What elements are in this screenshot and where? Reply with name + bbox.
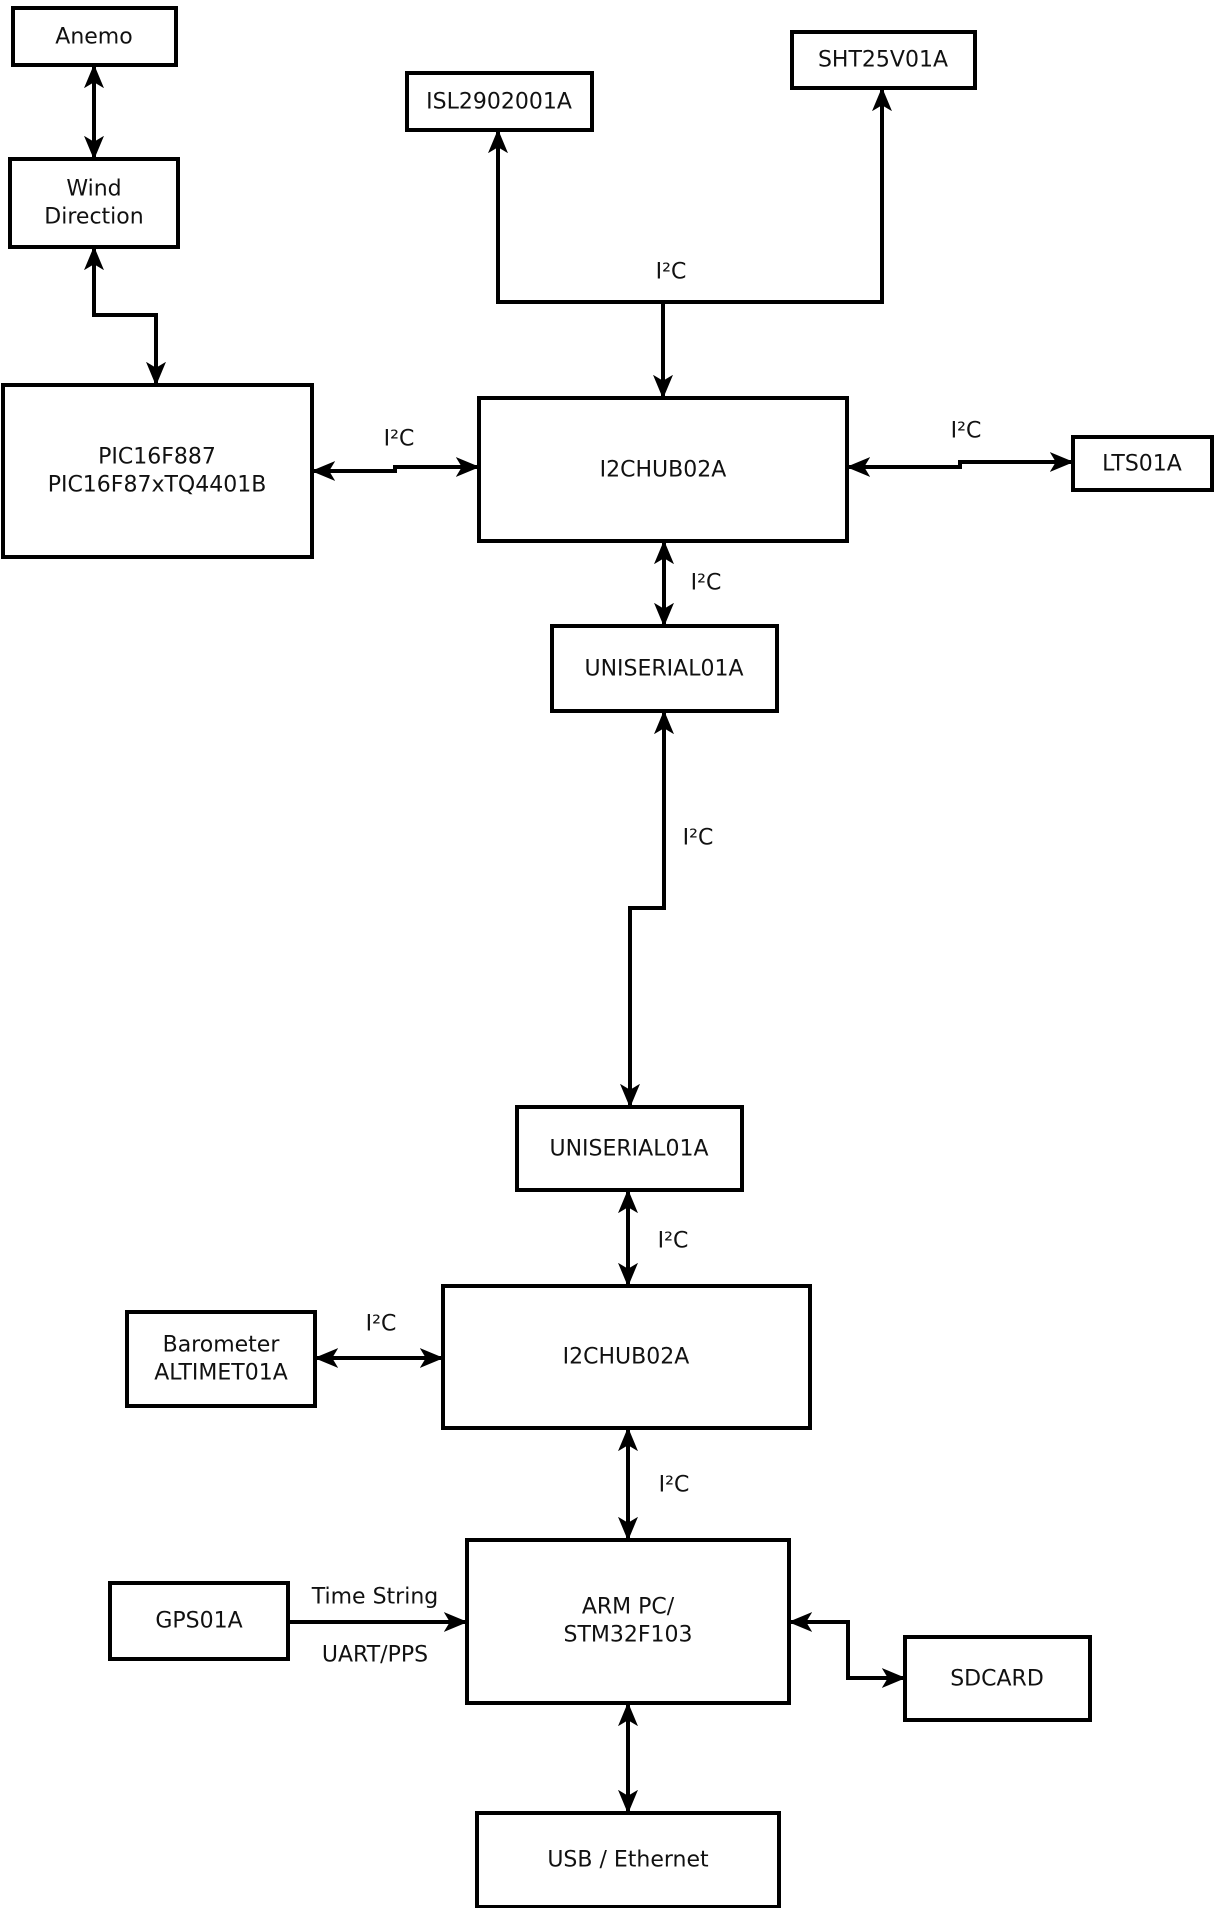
edge-label-i2c-uniserial2-hub2: I²C bbox=[658, 1229, 689, 1254]
node-usb-ethernet-outline bbox=[475, 1811, 781, 1908]
edge-pic-i2chub1 bbox=[311, 457, 480, 481]
node-uniserial01a-1-label: UNISERIAL01A bbox=[584, 657, 743, 682]
node-anemo-outline bbox=[11, 6, 178, 67]
edge-label-i2c-hub2-armpc: I²C bbox=[659, 1473, 690, 1498]
node-i2chub02a-2: I2CHUB02A bbox=[441, 1284, 812, 1430]
node-armpc-stm32f103: ARM PC/ STM32F103 bbox=[465, 1538, 791, 1705]
edge-label-i2c-hub1-uniserial1: I²C bbox=[691, 571, 722, 596]
edge-label-i2c-barometer-hub2: I²C bbox=[366, 1312, 397, 1337]
node-sdcard: SDCARD bbox=[903, 1635, 1092, 1722]
node-gps01a: GPS01A bbox=[108, 1581, 290, 1661]
node-i2chub02a-2-label: I2CHUB02A bbox=[563, 1345, 690, 1370]
node-gps01a-outline bbox=[108, 1581, 290, 1661]
node-barometer-altimet01a-outline bbox=[125, 1310, 317, 1408]
edge-armpc-sdcard bbox=[788, 1612, 906, 1688]
edge-label-i2c-hub1-lts: I²C bbox=[951, 419, 982, 444]
node-lts01a-outline bbox=[1071, 435, 1214, 492]
edge-label-uart-pps: UART/PPS bbox=[322, 1643, 428, 1668]
node-armpc-stm32f103-label-line1: ARM PC/ bbox=[582, 1595, 675, 1620]
node-gps01a-label: GPS01A bbox=[155, 1609, 242, 1634]
node-anemo: Anemo bbox=[11, 6, 178, 67]
edge-wind-pic bbox=[84, 246, 166, 386]
node-sht25v01a-outline bbox=[790, 30, 977, 90]
node-pic16f887-outline bbox=[1, 383, 314, 559]
node-uniserial01a-1: UNISERIAL01A bbox=[550, 624, 779, 713]
node-isl2902001a-outline bbox=[405, 71, 594, 132]
node-i2chub02a-1: I2CHUB02A bbox=[477, 396, 849, 543]
node-lts01a-label: LTS01A bbox=[1102, 452, 1182, 477]
node-i2chub02a-2-outline bbox=[441, 1284, 812, 1430]
node-uniserial01a-2: UNISERIAL01A bbox=[515, 1105, 744, 1192]
node-sdcard-label: SDCARD bbox=[950, 1667, 1044, 1692]
node-wind-direction: Wind Direction bbox=[8, 157, 180, 249]
node-lts01a: LTS01A bbox=[1071, 435, 1214, 492]
node-barometer-altimet01a-label-line1: Barometer bbox=[163, 1333, 281, 1358]
node-wind-direction-label-line1: Wind bbox=[66, 177, 121, 202]
node-armpc-stm32f103-outline bbox=[465, 1538, 791, 1705]
edge-label-i2c-uniserial1-uniserial2: I²C bbox=[683, 826, 714, 851]
node-armpc-stm32f103-label-line2: STM32F103 bbox=[563, 1623, 692, 1648]
node-wind-direction-outline bbox=[8, 157, 180, 249]
edge-label-i2c-bus-top: I²C bbox=[656, 260, 687, 285]
node-pic16f887-label-line1: PIC16F887 bbox=[98, 445, 216, 470]
edge-label-i2c-pic-hub1: I²C bbox=[384, 427, 415, 452]
edge-uniserial1-uniserial2 bbox=[620, 710, 674, 1108]
node-pic16f887: PIC16F887 PIC16F87xTQ4401B bbox=[1, 383, 314, 559]
node-sht25v01a-label: SHT25V01A bbox=[818, 48, 948, 73]
node-uniserial01a-2-outline bbox=[515, 1105, 744, 1192]
node-barometer-altimet01a: Barometer ALTIMET01A bbox=[125, 1310, 317, 1408]
node-isl2902001a-label: ISL2902001A bbox=[426, 90, 572, 115]
node-barometer-altimet01a-label-line2: ALTIMET01A bbox=[154, 1361, 288, 1386]
node-usb-ethernet-label: USB / Ethernet bbox=[547, 1848, 709, 1873]
node-i2chub02a-1-outline bbox=[477, 396, 849, 543]
node-sdcard-outline bbox=[903, 1635, 1092, 1722]
node-i2chub02a-1-label: I2CHUB02A bbox=[600, 458, 727, 483]
node-isl2902001a: ISL2902001A bbox=[405, 71, 594, 132]
node-wind-direction-label-line2: Direction bbox=[44, 205, 143, 230]
edge-label-time-string: Time String bbox=[311, 1585, 439, 1610]
edge-i2chub1-lts bbox=[846, 452, 1074, 477]
node-anemo-label: Anemo bbox=[55, 25, 132, 50]
node-uniserial01a-2-label: UNISERIAL01A bbox=[549, 1137, 708, 1162]
node-pic16f887-label-line2: PIC16F87xTQ4401B bbox=[48, 473, 267, 498]
node-uniserial01a-1-outline bbox=[550, 624, 779, 713]
edge-i2c-bus-isl-sht bbox=[488, 87, 892, 304]
node-sht25v01a: SHT25V01A bbox=[790, 30, 977, 90]
node-usb-ethernet: USB / Ethernet bbox=[475, 1811, 781, 1908]
